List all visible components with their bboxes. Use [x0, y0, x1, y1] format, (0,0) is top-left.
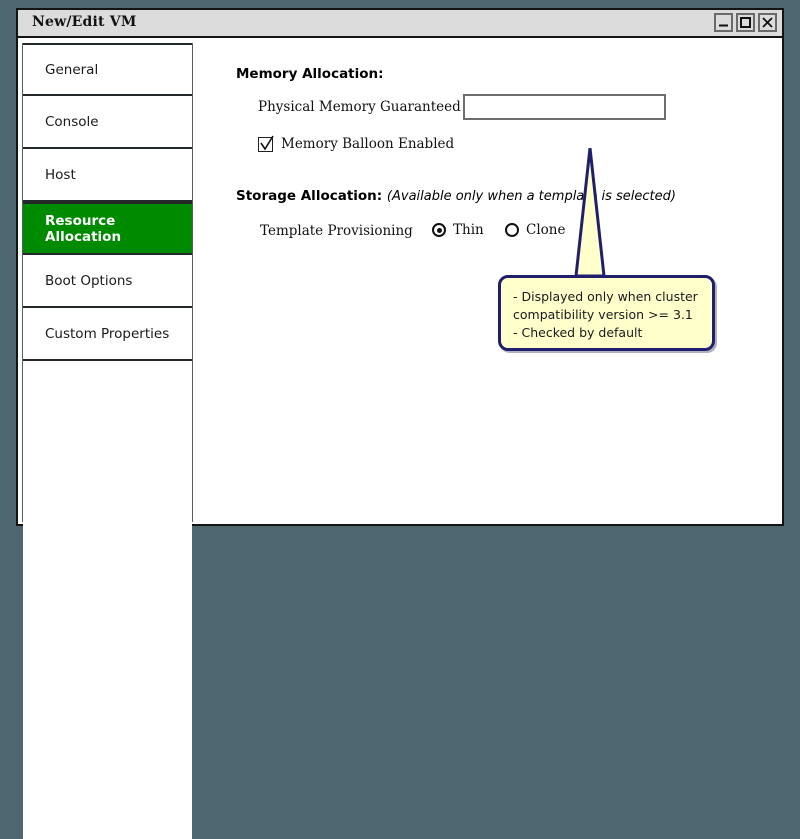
storage-allocation-title: Storage Allocation:	[236, 188, 383, 204]
minimize-icon	[719, 24, 728, 27]
storage-allocation-hint: (Available only when a template is selec…	[386, 189, 676, 204]
resource-allocation-pane: Memory Allocation: Physical Memory Guara…	[194, 38, 782, 524]
radio-label-clone: Clone	[526, 222, 566, 238]
vm-dialog-window: New/Edit VM General	[16, 8, 784, 839]
maximize-icon	[740, 17, 751, 28]
sidebar-item-label: Boot Options	[45, 272, 133, 289]
sidebar-item-general[interactable]: General	[23, 43, 192, 96]
sidebar-item-resource-allocation[interactable]: Resource Allocation	[23, 202, 192, 255]
page-title: New/Edit VM	[32, 14, 137, 30]
sidebar-item-custom-properties[interactable]: Custom Properties	[23, 308, 192, 361]
close-button[interactable]	[758, 13, 777, 32]
sidebar-item-boot-options[interactable]: Boot Options	[23, 255, 192, 308]
physical-memory-input[interactable]	[463, 94, 666, 120]
maximize-button[interactable]	[736, 13, 755, 32]
sidebar-item-label: Resource Allocation	[45, 212, 122, 245]
callout-text: - Displayed only when cluster compatibil…	[513, 289, 698, 340]
checkbox-checked-icon[interactable]	[258, 135, 274, 152]
title-bar: New/Edit VM	[18, 10, 782, 38]
radio-selected-icon[interactable]	[432, 223, 446, 237]
sidebar-item-label: Host	[45, 166, 76, 183]
minimize-button[interactable]	[714, 13, 733, 32]
dialog-body: General Console Host Resource Allocation…	[18, 38, 782, 839]
storage-allocation-heading: Storage Allocation: (Available only when…	[236, 188, 676, 204]
window-controls	[714, 13, 777, 32]
memory-allocation-heading: Memory Allocation:	[236, 66, 384, 82]
template-provisioning-label: Template Provisioning	[260, 223, 413, 239]
sidebar-item-host[interactable]: Host	[23, 149, 192, 202]
memory-balloon-checkbox-row[interactable]: Memory Balloon Enabled	[258, 135, 455, 152]
callout-balloon: - Displayed only when cluster compatibil…	[498, 275, 715, 351]
sidebar-empty-area	[23, 361, 192, 839]
radio-unselected-icon[interactable]	[505, 223, 519, 237]
sidebar-item-label: Console	[45, 113, 99, 130]
sidebar-item-label: General	[45, 61, 99, 78]
radio-label-thin: Thin	[453, 222, 484, 238]
sidebar-nav: General Console Host Resource Allocation…	[22, 43, 193, 839]
sidebar-item-label: Custom Properties	[45, 325, 170, 342]
sidebar-item-console[interactable]: Console	[23, 96, 192, 149]
physical-memory-label: Physical Memory Guaranteed	[258, 99, 461, 115]
radio-option-clone[interactable]: Clone	[505, 222, 565, 238]
close-icon	[762, 17, 773, 28]
radio-option-thin[interactable]: Thin	[432, 222, 484, 238]
memory-balloon-label: Memory Balloon Enabled	[281, 136, 455, 152]
